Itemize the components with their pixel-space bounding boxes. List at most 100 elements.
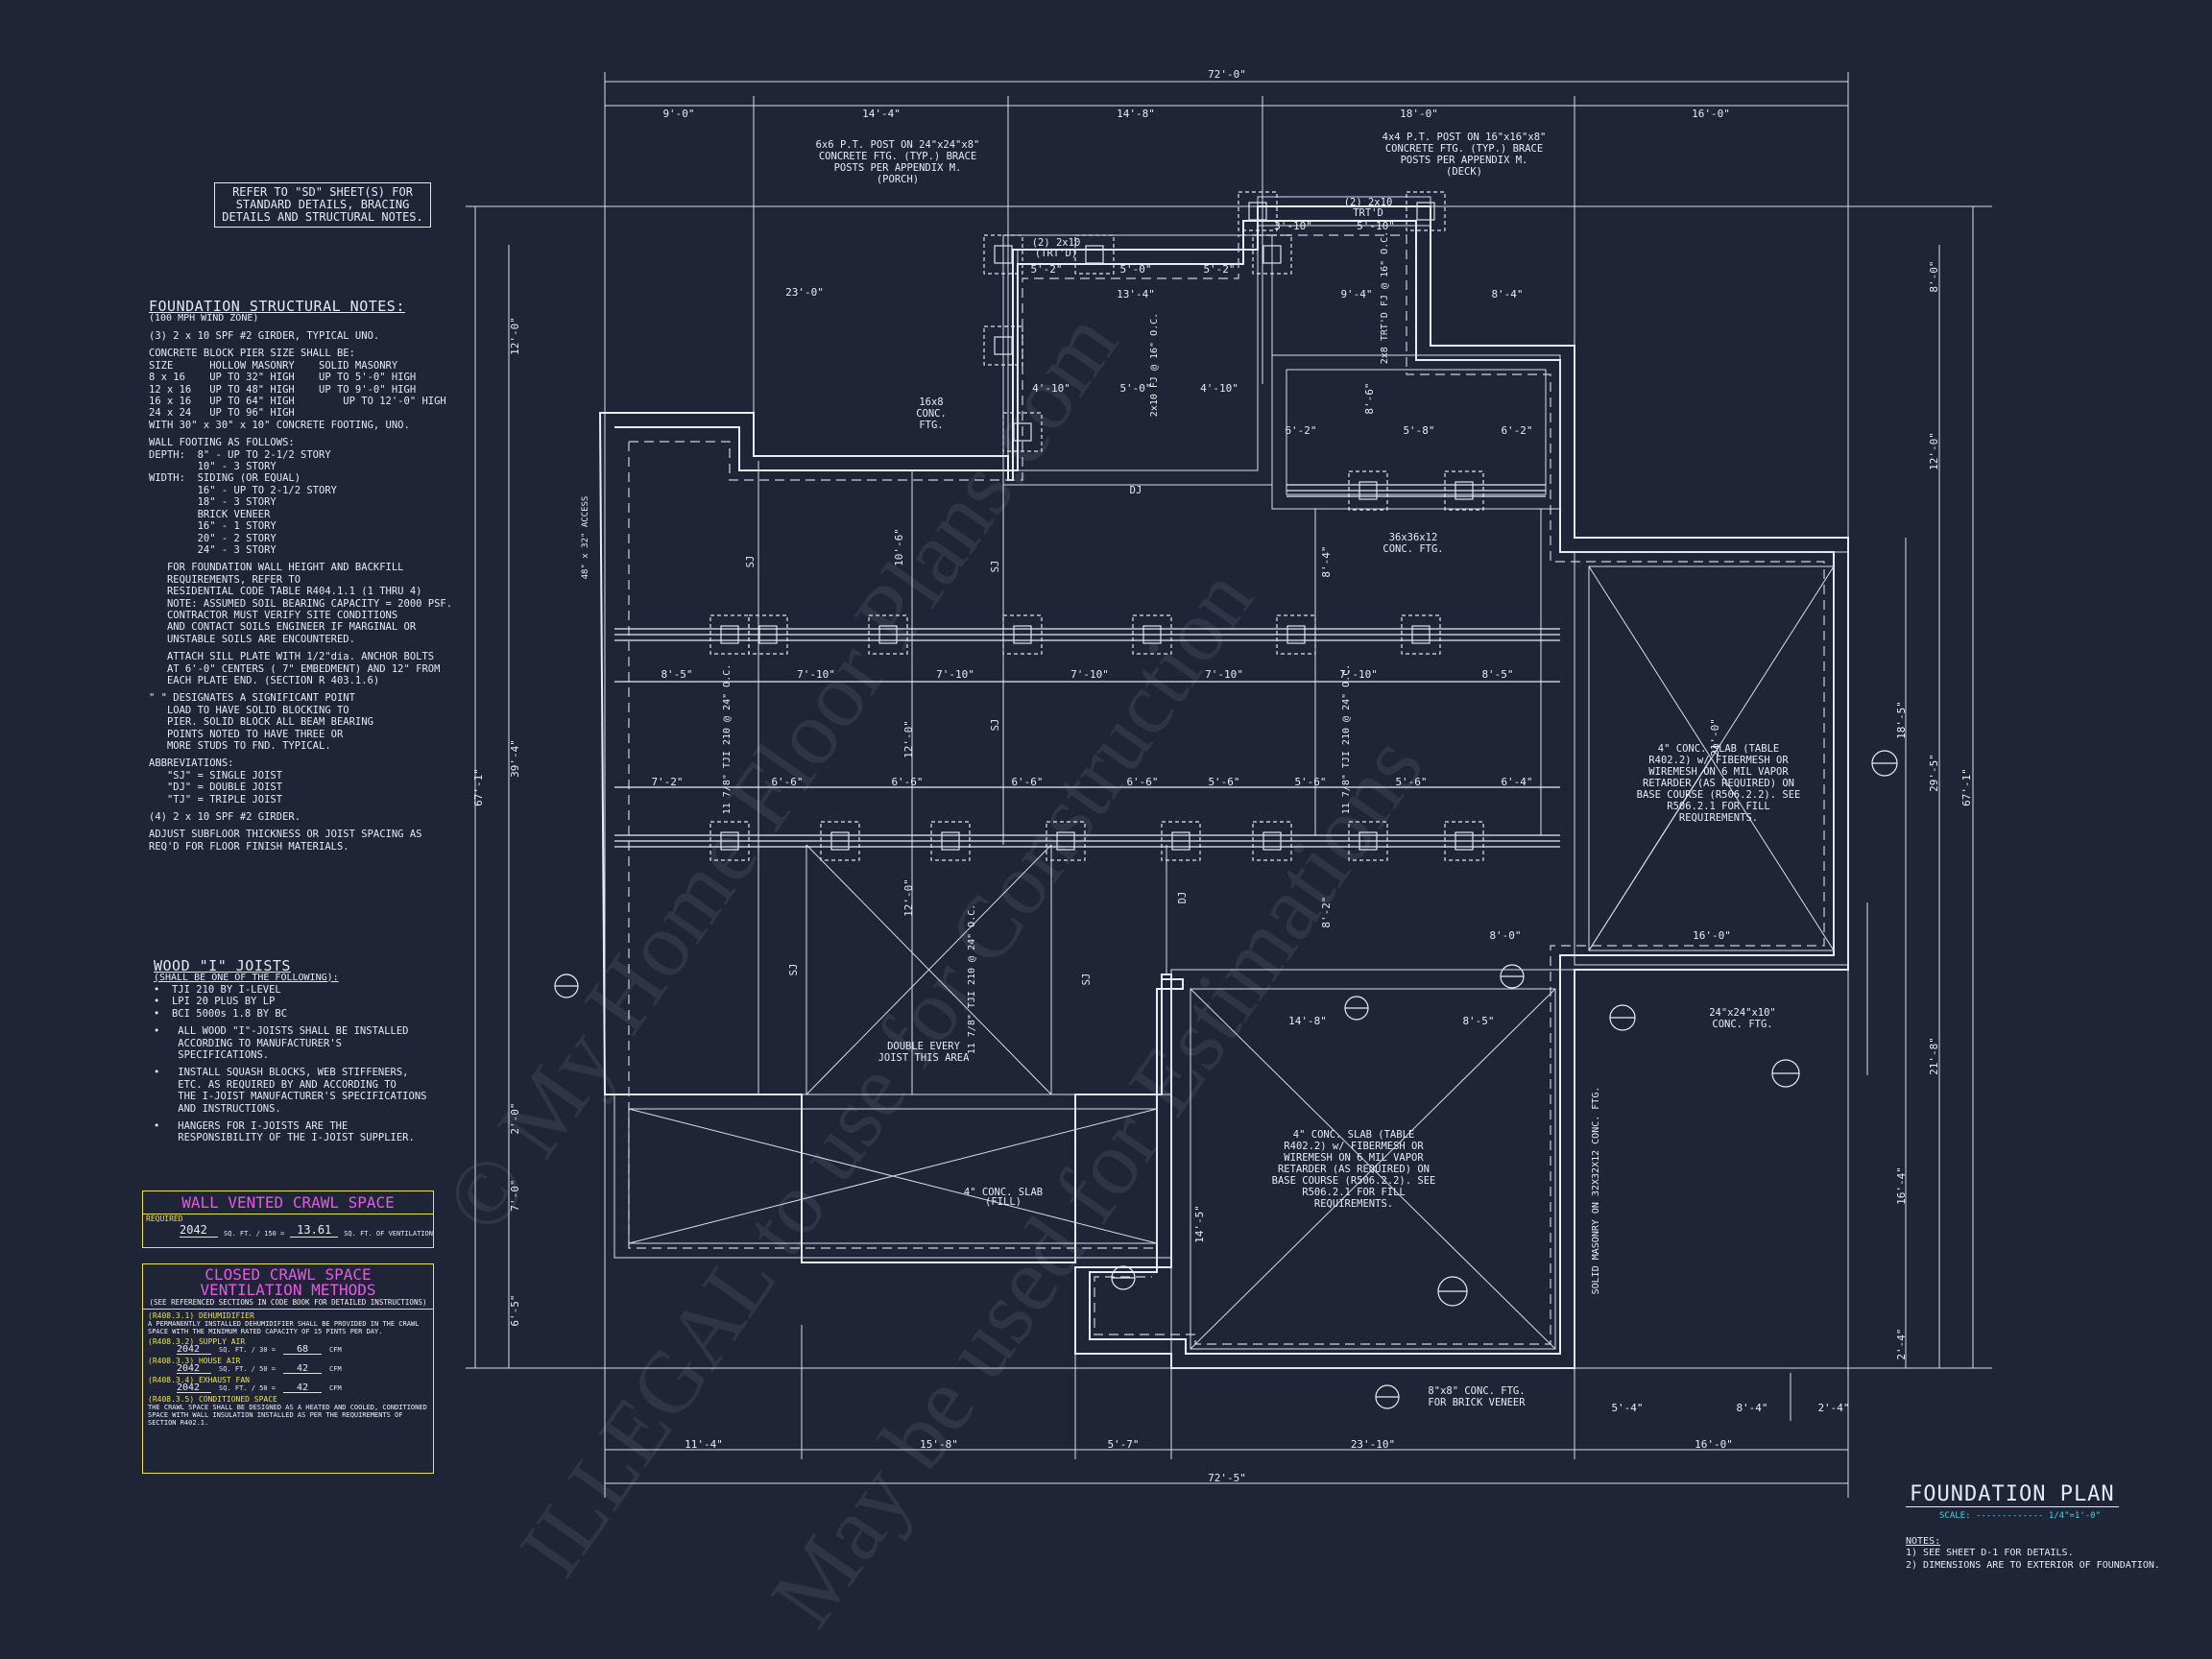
refer-note-line: STANDARD DETAILS, BRACING: [235, 198, 410, 211]
structural-note-line: WIDTH: SIDING (OR EQUAL): [149, 472, 301, 485]
dim-inner: 7'-2": [651, 776, 683, 788]
structural-note-line: UNSTABLE SOILS ARE ENCOUNTERED.: [149, 633, 355, 645]
supply-val: 68: [283, 1345, 323, 1355]
slab-mid-callout: R402.2) w/ FIBERMESH OR: [1284, 1141, 1424, 1152]
deck-post-callout: CONCRETE FTG. (TYP.) BRACE: [1385, 143, 1543, 155]
dj-label: DJ: [1130, 485, 1142, 496]
dim-inner: 6'-6": [891, 776, 923, 788]
pier-block: [1056, 831, 1075, 851]
joist-note-line: ETC. AS REQUIRED BY AND ACCORDING TO: [154, 1078, 397, 1091]
dim-bottom-total: 72'-5": [1208, 1472, 1246, 1484]
pier-block: [1358, 831, 1378, 851]
pier-block: [720, 625, 739, 644]
pier-block: [1142, 625, 1162, 644]
note-2: 2) DIMENSIONS ARE TO EXTERIOR OF FOUNDAT…: [1906, 1559, 2160, 1571]
pier-footing: [1002, 614, 1043, 655]
dim-inner: 6'-6": [1011, 776, 1043, 788]
pier-block: [1085, 245, 1104, 264]
conc-ftg36-callout: CONC. FTG.: [1382, 543, 1443, 555]
scale-dashes: -------------: [1975, 1511, 2044, 1521]
i-joists-heading: WOOD "I" JOISTS: [154, 957, 291, 974]
structural-note-line: 16 x 16 UP TO 64" HIGH UP TO 12'-0" HIGH: [149, 396, 446, 408]
house-head: (R408.3.3) HOUSE AIR: [148, 1357, 241, 1365]
structural-note-line: MORE STUDS TO FND. TYPICAL.: [149, 740, 331, 752]
structural-note-line: "SJ" = SINGLE JOIST: [149, 769, 283, 781]
sj-label: SJ: [990, 719, 1001, 732]
double-joist-callout: JOIST THIS AREA: [878, 1052, 971, 1064]
vented-required: REQUIRED: [146, 1214, 183, 1223]
joist-note-line: • BCI 5000s 1.8 BY BC: [154, 1007, 288, 1020]
dim-inner: 5'-0": [1119, 382, 1151, 395]
pier-block: [1411, 625, 1431, 644]
structural-note-line: LOAD TO HAVE SOLID BLOCKING TO: [149, 704, 349, 716]
supply-head: (R408.3.2) SUPPLY AIR: [148, 1337, 246, 1346]
solid-masonry-callout: SOLID MASONRY ON 32X32X12 CONC. FTG.: [1591, 1087, 1601, 1295]
structural-note-line: FOR FOUNDATION WALL HEIGHT AND BACKFILL: [149, 562, 404, 574]
slab-mid-callout: BASE COURSE (R506.2.2). SEE: [1272, 1175, 1436, 1187]
dim-inner: 12'-0": [902, 720, 915, 758]
joist-note-line: • HANGERS FOR I-JOISTS ARE THE: [154, 1120, 349, 1133]
brick-ftg-callout: 8"x8" CONC. FTG.: [1428, 1385, 1525, 1397]
joist-note-line: THE I-JOIST MANUFACTURER'S SPECIFICATION…: [154, 1091, 427, 1103]
pier-footing: [1252, 234, 1292, 275]
pier-block: [1455, 831, 1474, 851]
joist-note-line: • ALL WOOD "I"-JOISTS SHALL BE INSTALLED: [154, 1025, 409, 1038]
pier-block: [1358, 481, 1378, 500]
dim-inner: 7'-10": [797, 668, 835, 681]
structural-note-line: 12 x 16 UP TO 48" HIGH UP TO 9'-0" HIGH: [149, 383, 417, 396]
dim-inner: 4'-10": [1032, 382, 1070, 395]
brick-ftg-callout: FOR BRICK VENEER: [1428, 1397, 1526, 1408]
dim-inner: 3'-10": [1274, 220, 1312, 232]
closed-sub: (SEE REFERENCED SECTIONS IN CODE BOOK FO…: [143, 1298, 433, 1310]
slab-mid-callout: REQUIREMENTS.: [1314, 1198, 1393, 1210]
dim-bottom: 16'-0": [1695, 1438, 1733, 1451]
dim-inner: 4'-10": [1200, 382, 1238, 395]
pier-block: [1171, 831, 1190, 851]
trtd-callout: (2) 2x10: [1032, 237, 1081, 249]
dim-inner: 5'-10": [1357, 220, 1395, 232]
dim-inner: 5'-0": [1119, 263, 1151, 276]
pier-footing: [983, 234, 1023, 275]
supply-unit: CFM: [329, 1346, 342, 1354]
slab-right-callout: BASE COURSE (R506.2.2). SEE: [1637, 789, 1801, 801]
dim-inner: 14'-8": [1288, 1015, 1327, 1027]
structural-notes-list: (3) 2 x 10 SPF #2 GIRDER, TYPICAL UNO. C…: [149, 330, 475, 853]
structural-note-line: REQ'D FOR FLOOR FINISH MATERIALS.: [149, 840, 349, 853]
dim-inner: 8'-4": [1736, 1402, 1767, 1414]
dim-top: 9'-0": [662, 108, 694, 120]
conc-ftg-callout: 16x8: [919, 397, 943, 408]
joist-label: 2x10 FJ @ 16" O.C.: [1149, 313, 1160, 417]
slab-right-callout: R402.2) w/ FIBERMESH OR: [1648, 755, 1789, 766]
dim-left: 7'-0": [509, 1179, 521, 1211]
dim-inner: 6'-2": [1285, 424, 1316, 437]
dim-inner: 7'-10": [1339, 668, 1378, 681]
scale-label: SCALE:: [1939, 1511, 1971, 1521]
structural-note-line: RESIDENTIAL CODE TABLE R404.1.1 (1 THRU …: [149, 586, 422, 598]
double-joist-callout: DOUBLE EVERY: [887, 1041, 961, 1052]
dim-inner: 7'-10": [936, 668, 974, 681]
dim-inner: 5'-2": [1030, 263, 1062, 276]
structural-note-line: PIER. SOLID BLOCK ALL BEAM BEARING: [149, 716, 373, 729]
pier-block: [994, 336, 1013, 355]
slab-right-callout: RETARDER (AS REQUIRED) ON: [1643, 778, 1794, 789]
dim-inner: 5'-6": [1395, 776, 1427, 788]
porch-post-callout: (PORCH): [877, 174, 919, 185]
exhaust-head: (R408.3.4) EXHAUST FAN: [148, 1376, 250, 1384]
dim-bottom: 23'-10": [1351, 1438, 1395, 1451]
dim-inner: 6'-2": [1501, 424, 1532, 437]
house-unit: CFM: [329, 1365, 342, 1373]
pier-block: [830, 831, 850, 851]
joist-note-line: • TJI 210 BY I-LEVEL: [154, 984, 281, 996]
structural-note-line: SIZE HOLLOW MASONRY SOLID MASONRY: [149, 359, 398, 372]
vented-unit1: SQ. FT. / 150 =: [224, 1230, 285, 1238]
dim-inner: 5'-4": [1611, 1402, 1643, 1414]
dim-inner: 7'-10": [1070, 668, 1109, 681]
pier-footing: [868, 614, 908, 655]
structural-notes-heading: FOUNDATION STRUCTURAL NOTES:: [149, 298, 405, 315]
note-1: 1) SEE SHEET D-1 FOR DETAILS.: [1906, 1548, 2074, 1558]
dim-inner: 16'-0": [1693, 929, 1731, 942]
dim-inner: 13'-4": [1117, 288, 1155, 301]
dim-right: 2'-4": [1895, 1328, 1908, 1359]
house-div: SQ. FT. / 50 =: [219, 1365, 276, 1373]
